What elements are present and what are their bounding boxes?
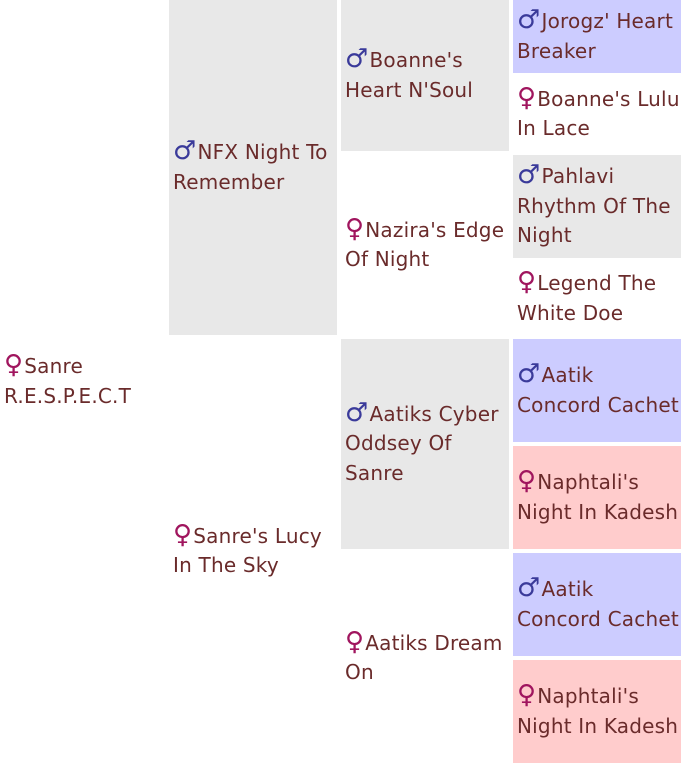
sire-name[interactable]: NFX Night To Remember bbox=[173, 140, 328, 194]
gen3-name[interactable]: Aatik Concord Cachet bbox=[517, 577, 679, 631]
gen3-entry[interactable]: ♂Aatik Concord Cachet bbox=[517, 361, 681, 420]
dam-sire-name[interactable]: Aatiks Cyber Oddsey Of Sanre bbox=[345, 401, 499, 485]
subject-entry[interactable]: ♀Sanre R.E.S.P.E.C.T bbox=[4, 352, 162, 411]
dam-dam-name[interactable]: Aatiks Dream On bbox=[345, 630, 503, 685]
male-icon: ♂ bbox=[517, 160, 541, 191]
sire-dam-cell: ♀Nazira's Edge Of Night bbox=[341, 155, 509, 335]
gen3-name[interactable]: Aatik Concord Cachet bbox=[517, 363, 679, 417]
female-icon: ♀ bbox=[173, 519, 193, 550]
sire-cell: ♂NFX Night To Remember bbox=[169, 0, 337, 335]
sire-sire-cell: ♂Boanne's Heart N'Soul bbox=[341, 0, 509, 151]
male-icon: ♂ bbox=[345, 44, 369, 74]
male-icon: ♂ bbox=[517, 359, 541, 389]
gen3-entry[interactable]: ♀Legend The White Doe bbox=[517, 269, 681, 328]
female-icon: ♀ bbox=[517, 680, 537, 710]
gen3-entry[interactable]: ♂Pahlavi Rhythm Of The Night bbox=[517, 162, 681, 251]
dam-sire-entry[interactable]: ♂Aatiks Cyber Oddsey Of Sanre bbox=[345, 400, 505, 489]
gen3-entry[interactable]: ♂Jorogz' Heart Breaker bbox=[517, 7, 681, 66]
gen3-cell-4: ♀Legend The White Doe bbox=[513, 262, 681, 335]
dam-entry[interactable]: ♀Sanre's Lucy In The Sky bbox=[173, 522, 333, 581]
sire-entry[interactable]: ♂NFX Night To Remember bbox=[173, 138, 333, 197]
gen3-entry[interactable]: ♀Boanne's Lulu In Lace bbox=[517, 85, 681, 144]
gen3-entry[interactable]: ♀Naphtali's Night In Kadesh bbox=[517, 468, 681, 527]
subject-name[interactable]: Sanre R.E.S.P.E.C.T bbox=[4, 354, 132, 408]
gen3-cell-3: ♂Pahlavi Rhythm Of The Night bbox=[513, 155, 681, 258]
female-icon: ♀ bbox=[345, 213, 365, 244]
sire-dam-name[interactable]: Nazira's Edge Of Night bbox=[345, 217, 505, 272]
dam-name[interactable]: Sanre's Lucy In The Sky bbox=[173, 523, 322, 578]
gen3-name[interactable]: Jorogz' Heart Breaker bbox=[517, 9, 673, 63]
sire-sire-name[interactable]: Boanne's Heart N'Soul bbox=[345, 48, 474, 102]
gen3-name[interactable]: Pahlavi Rhythm Of The Night bbox=[517, 164, 671, 248]
female-icon: ♀ bbox=[345, 626, 365, 657]
female-icon: ♀ bbox=[4, 350, 24, 380]
gen3-entry[interactable]: ♀Naphtali's Night In Kadesh bbox=[517, 682, 681, 741]
dam-dam-cell: ♀Aatiks Dream On bbox=[341, 553, 509, 763]
gen3-cell-7: ♂Aatik Concord Cachet bbox=[513, 553, 681, 656]
gen3-name[interactable]: Boanne's Lulu In Lace bbox=[517, 86, 680, 141]
dam-dam-entry[interactable]: ♀Aatiks Dream On bbox=[345, 629, 505, 688]
male-icon: ♂ bbox=[173, 136, 197, 166]
sire-sire-entry[interactable]: ♂Boanne's Heart N'Soul bbox=[345, 46, 505, 105]
gen3-entry[interactable]: ♂Aatik Concord Cachet bbox=[517, 575, 681, 634]
female-icon: ♀ bbox=[517, 82, 537, 113]
gen3-cell-5: ♂Aatik Concord Cachet bbox=[513, 339, 681, 442]
dam-cell: ♀Sanre's Lucy In The Sky bbox=[169, 339, 337, 763]
male-icon: ♂ bbox=[345, 397, 369, 428]
female-icon: ♀ bbox=[517, 466, 537, 496]
gen3-name[interactable]: Naphtali's Night In Kadesh bbox=[517, 470, 679, 524]
gen3-cell-2: ♀Boanne's Lulu In Lace bbox=[513, 77, 681, 151]
dam-sire-cell: ♂Aatiks Cyber Oddsey Of Sanre bbox=[341, 339, 509, 549]
pedigree-subject-cell: ♀Sanre R.E.S.P.E.C.T bbox=[0, 0, 166, 763]
male-icon: ♂ bbox=[517, 573, 541, 603]
gen3-cell-6: ♀Naphtali's Night In Kadesh bbox=[513, 446, 681, 549]
gen3-cell-1: ♂Jorogz' Heart Breaker bbox=[513, 0, 681, 73]
gen3-name[interactable]: Naphtali's Night In Kadesh bbox=[517, 684, 679, 738]
male-icon: ♂ bbox=[517, 5, 541, 35]
gen3-name[interactable]: Legend The White Doe bbox=[517, 271, 657, 325]
sire-dam-entry[interactable]: ♀Nazira's Edge Of Night bbox=[345, 216, 505, 275]
gen3-cell-8: ♀Naphtali's Night In Kadesh bbox=[513, 660, 681, 763]
female-icon: ♀ bbox=[517, 267, 537, 297]
